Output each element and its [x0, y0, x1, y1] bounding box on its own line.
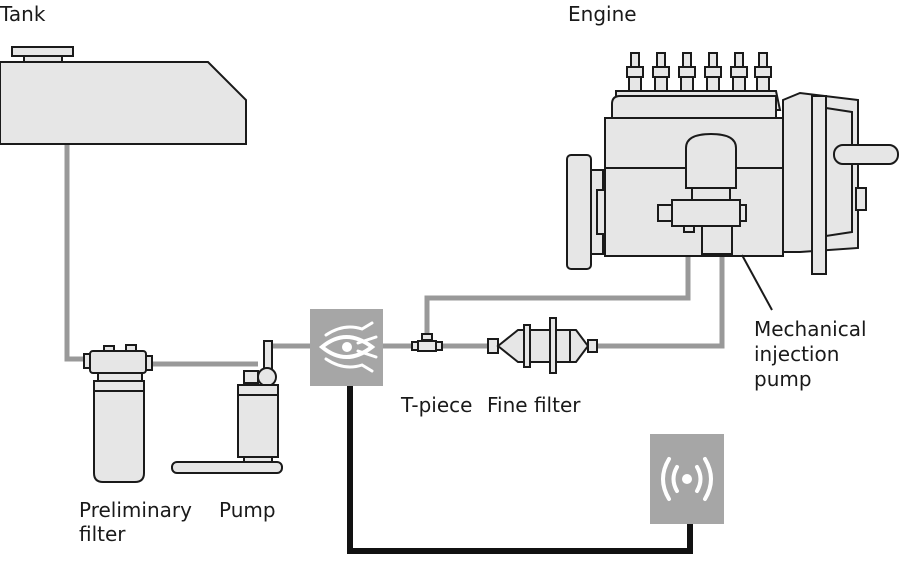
preliminary-filter: [83, 344, 153, 483]
preliminary-filter-label-2: filter: [79, 522, 126, 546]
mechanical-injection-pump: [657, 132, 747, 255]
tpiece-return-line: [424, 228, 691, 340]
engine-pulley: [566, 154, 592, 270]
finefilter-to-injection-line: [597, 255, 725, 349]
engine-crank: [833, 144, 899, 165]
eye-flow-icon: [318, 321, 378, 373]
t-piece-label: T-piece: [400, 393, 472, 417]
tank-body: [0, 61, 247, 145]
engine-label: Engine: [568, 2, 637, 26]
injection-pump-leader: [741, 254, 773, 311]
wireless-signal-icon: [661, 457, 713, 501]
flow-module: [310, 309, 383, 386]
fine-filter: [487, 317, 598, 374]
engine: [566, 52, 899, 275]
fuel-pump: [171, 340, 283, 474]
wireless-module: [650, 434, 724, 524]
module-cable: [347, 386, 693, 554]
fuel-tank: [0, 46, 247, 145]
fuel-lines: [64, 144, 725, 367]
injection-pump-label-2: injection: [754, 342, 839, 366]
tank-label: Tank: [0, 2, 46, 26]
t-piece: [411, 333, 443, 352]
pump-label: Pump: [219, 498, 276, 522]
fine-filter-label: Fine filter: [487, 393, 581, 417]
injection-pump-label-3: pump: [754, 367, 812, 391]
tank-to-prefilter-line: [64, 144, 90, 362]
preliminary-filter-label-1: Preliminary: [79, 498, 192, 522]
injection-pump-label-1: Mechanical: [754, 317, 867, 341]
injector-nozzles: [626, 52, 772, 92]
tank-cap: [11, 46, 74, 57]
